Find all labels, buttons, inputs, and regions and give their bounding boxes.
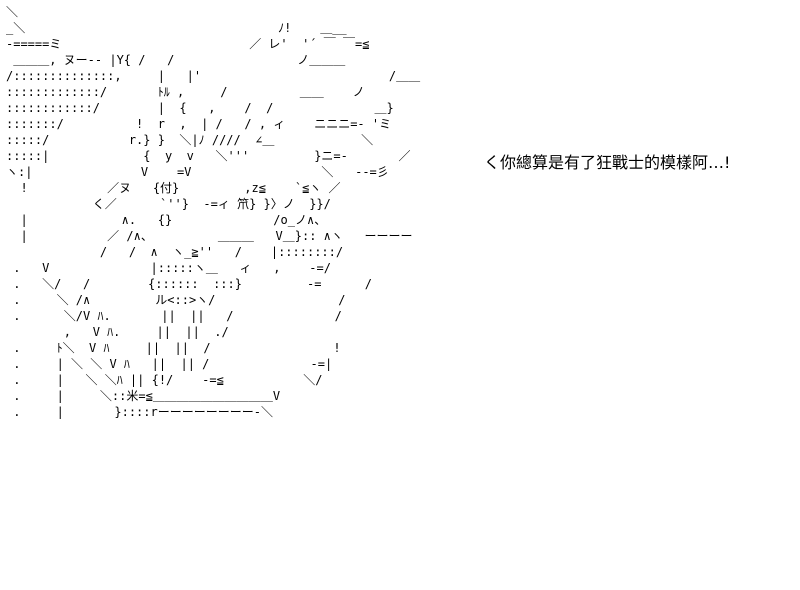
art-line: , V ﾊ. || || ./ xyxy=(6,325,229,339)
art-line: . | ＼::米=≦＿＿＿＿＿＿＿＿＿＿V xyxy=(6,389,281,403)
art-line: | ∧. {} /o_ノ∧、 xyxy=(6,213,327,227)
art-line: ヽ:| V =V ＼ --=彡 xyxy=(6,165,389,179)
art-line: -=====ミ ／ レ' '´ ￣ ￣=≦ xyxy=(6,37,370,51)
art-line: | ／ /∧、 ＿＿＿ V＿}:: ∧ヽ ーーーー xyxy=(6,229,413,243)
art-line: . ＼/V ﾊ. || || / / xyxy=(6,309,342,323)
ascii-art-figure: ＼ _＼ ﾉ! ＿__ -=====ミ ／ レ' '´ ￣ ￣=≦ ＿＿＿, ヌ… xyxy=(6,4,420,420)
art-line: ＿＿＿, ヌー-- |Y{ / / ノ＿＿＿ xyxy=(6,53,346,67)
art-line: . | ＼ ＼ V ﾊ || || / -=| xyxy=(6,357,333,371)
art-line: . ＼ /∧ ル<::>ヽ/ / xyxy=(6,293,346,307)
art-line: く／ `''} -=ィ 笊} }〉ノ }}/ xyxy=(6,197,331,211)
art-line: / / ∧ ヽ_≧'' / |::::::::/ xyxy=(6,245,344,259)
art-line: ＼ xyxy=(6,5,19,19)
speech-caption: く你總算是有了狂戰士的模樣阿…! xyxy=(484,153,731,172)
art-line: . | ＼ ＼ﾊ || {!/ -=≦ ＼/ xyxy=(6,373,323,387)
art-line: ! ／ヌ {付} ,z≦ `≦ヽ ／ xyxy=(6,181,341,195)
art-line: :::::::::::::/ ﾄﾙ , / ＿＿ ノ xyxy=(6,85,365,99)
art-line: :::::/ r.} } ＼|ﾉ //// ∠＿ ＼ xyxy=(6,133,374,147)
art-line: . ﾄ＼ V ﾊ || || / ! xyxy=(6,341,341,355)
art-line: ::::::::::::/ | { , / / ＿} xyxy=(6,101,394,115)
art-line: :::::::/ ! r , | / / , ィ ニニニ=- 'ミ xyxy=(6,117,392,131)
art-line: :::::| { y v ＼''' }ニ=- ／ xyxy=(6,149,411,163)
art-line: . V |:::::ヽ＿ ィ , -=/ xyxy=(6,261,331,275)
art-line: . ＼/ / {:::::: :::} -= / xyxy=(6,277,373,291)
art-line: _＼ ﾉ! ＿__ xyxy=(6,21,347,35)
art-line: . | }::::rーーーーーーーー-＼ xyxy=(6,405,273,419)
art-line: /::::::::::::::, | |' /＿＿ xyxy=(6,69,421,83)
